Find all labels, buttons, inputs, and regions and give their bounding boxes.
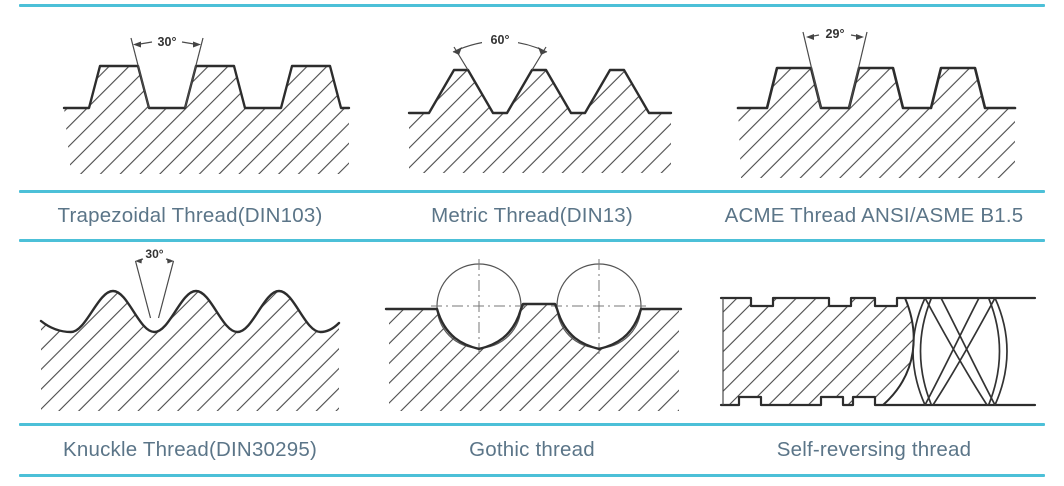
figure-label-self-reversing: Self-reversing thread [776,438,972,461]
divider-line [19,190,1045,193]
figure-label-gothic: Gothic thread [469,438,595,461]
trapezoidal-thread-figure: 30° [62,35,351,174]
caption-row-top: Trapezoidal Thread(DIN103) Metric Thread… [19,194,1045,238]
figure-label-acme: ACME Thread ANSI/ASME B1.5 [724,204,1024,227]
crossing-groove-pattern [912,297,1008,406]
drawing-row-top: 30° 60° [19,8,1045,189]
figure-label-trapezoidal: Trapezoidal Thread(DIN103) [57,204,323,227]
gothic-thread-figure [384,259,683,411]
acme-thread-figure: 29° [736,27,1017,178]
trapezoidal-thread-cell: 30° [19,8,361,189]
angle-label: 29° [826,27,845,41]
acme-thread-cell: 29° [703,8,1045,189]
angle-label: 30° [158,35,177,49]
caption-row-bottom: Knuckle Thread(DIN30295) Gothic thread S… [19,427,1045,473]
figure-label-knuckle: Knuckle Thread(DIN30295) [63,438,317,461]
angle-label: 60° [491,33,510,47]
metric-thread-figure: 60° [407,32,673,173]
figure-label-metric: Metric Thread(DIN13) [431,204,633,227]
knuckle-thread-figure: 30° [39,247,341,411]
self-reversing-thread-figure [719,296,1037,407]
knuckle-thread-cell: 30° [19,243,361,422]
divider-line [19,4,1045,7]
metric-thread-cell: 60° [361,8,703,189]
drawing-row-bottom: 30° [19,243,1045,422]
self-reversing-thread-cell [703,243,1045,422]
divider-line [19,239,1045,242]
gothic-thread-cell [361,243,703,422]
angle-label: 30° [145,247,163,261]
divider-line [19,423,1045,426]
divider-line [19,474,1045,477]
